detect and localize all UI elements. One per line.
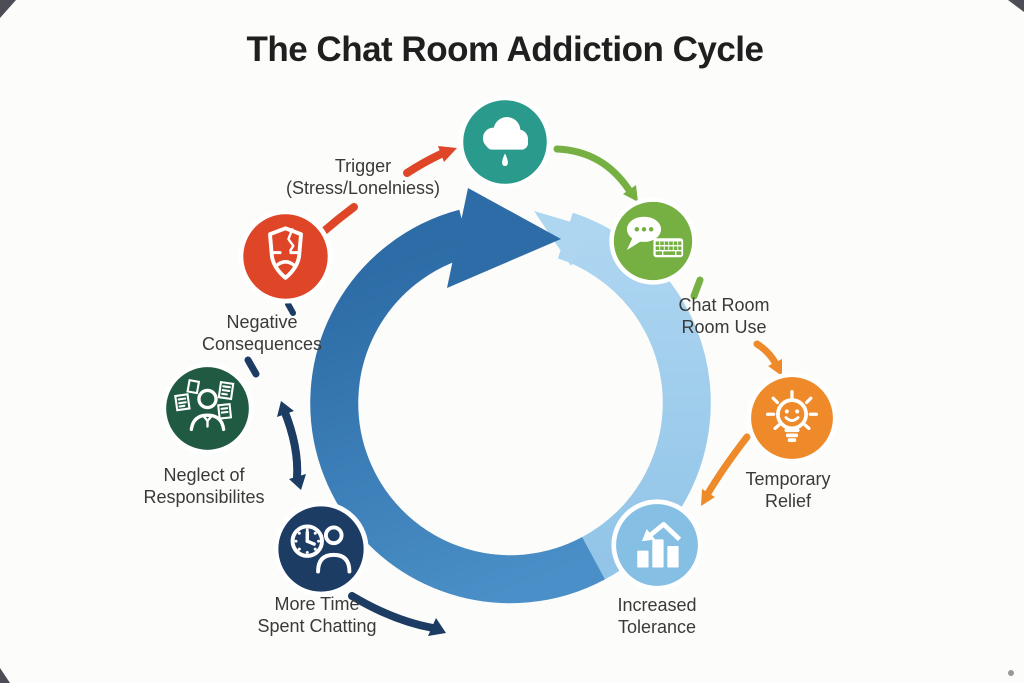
stage-label-increased-tolerance: Increased Tolerance <box>617 595 697 637</box>
navy-dash-connector-1 <box>244 356 260 378</box>
navy-double-arrowhead-top-icon <box>277 401 294 417</box>
navy-arrow-shaft <box>348 592 437 632</box>
green-arrow-shaft <box>553 145 633 194</box>
diagram-title: The Chat Room Addiction Cycle <box>246 30 764 69</box>
stage-label-chat-room-use: Chat Room Room Use <box>678 295 770 337</box>
clock-person-icon <box>273 501 369 597</box>
stage-label-negative-consequences: Negative Consequences <box>201 312 323 354</box>
red-dash-connector <box>319 203 358 236</box>
cycle-light-tail-chevron <box>534 211 588 266</box>
chat-room-use-stage-icon <box>608 196 698 286</box>
orange-arrow-shaft <box>753 340 781 370</box>
navy-double-arrowhead-bottom-icon <box>289 474 306 490</box>
orange-curve-arrow-shaft <box>703 433 751 499</box>
corner-artifact-bottom-right <box>1008 670 1014 676</box>
cycle-dark-arc <box>310 209 605 604</box>
temporary-relief-stage-icon <box>745 371 839 465</box>
stage-label-temporary-relief: Temporary Relief <box>745 469 831 511</box>
neglect-stage-icon <box>160 361 255 456</box>
red-arrowhead-icon <box>438 146 457 162</box>
navy-arrowhead-icon <box>428 618 446 636</box>
orange-curve-arrowhead-icon <box>701 489 715 506</box>
orange-arrowhead-icon <box>768 359 782 376</box>
green-arrowhead-icon <box>623 185 638 202</box>
rain-cloud-icon <box>458 95 552 189</box>
cracked-shield-face-icon <box>238 209 333 304</box>
stage-label-neglect: Neglect of Responsibilites <box>143 465 265 507</box>
lightbulb-smile-icon <box>746 372 838 464</box>
trigger-stage-icon <box>457 94 553 190</box>
rising-bars-icon <box>611 499 703 591</box>
stage-label-trigger: Trigger (Stress/Lonelniess) <box>285 156 441 198</box>
person-papers-icon <box>161 362 254 455</box>
stage-label-more-time: More Time Spent Chatting <box>257 594 377 636</box>
negative-consequences-stage-icon <box>237 208 334 305</box>
cycle-arrowhead-icon <box>447 188 561 288</box>
red-arrow-shaft <box>403 150 445 177</box>
increased-tolerance-stage-icon <box>610 498 704 592</box>
more-time-stage-icon <box>272 500 370 598</box>
navy-dash-connector-2 <box>285 301 296 316</box>
navy-double-arrow-shaft <box>280 406 302 482</box>
chat-bubble-keyboard-icon <box>609 197 697 285</box>
green-dash-connector <box>690 276 704 300</box>
corner-artifact-bottom-left <box>0 668 10 683</box>
